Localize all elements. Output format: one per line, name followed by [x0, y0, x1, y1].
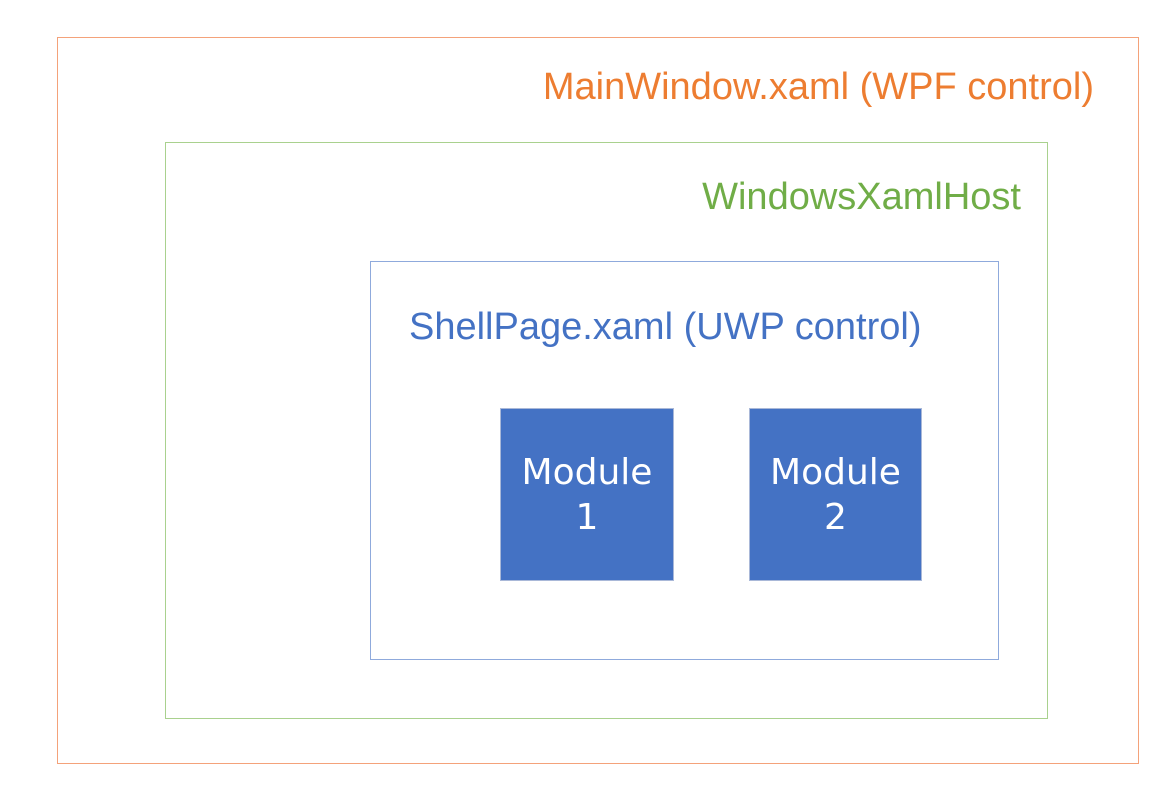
windows-xaml-host-box	[165, 142, 1048, 719]
main-window-label: MainWindow.xaml (WPF control)	[542, 66, 1094, 108]
module-1-number: 1	[575, 496, 599, 538]
main-window-box	[57, 37, 1139, 764]
module-2-number: 2	[824, 496, 847, 538]
module-2-label: Module	[770, 451, 901, 493]
windows-xaml-host-label: WindowsXamlHost	[702, 176, 1021, 218]
shell-page-label: ShellPage.xaml (UWP control)	[409, 306, 922, 348]
shell-page-box	[370, 261, 999, 660]
module-1-label: Module	[521, 451, 653, 493]
